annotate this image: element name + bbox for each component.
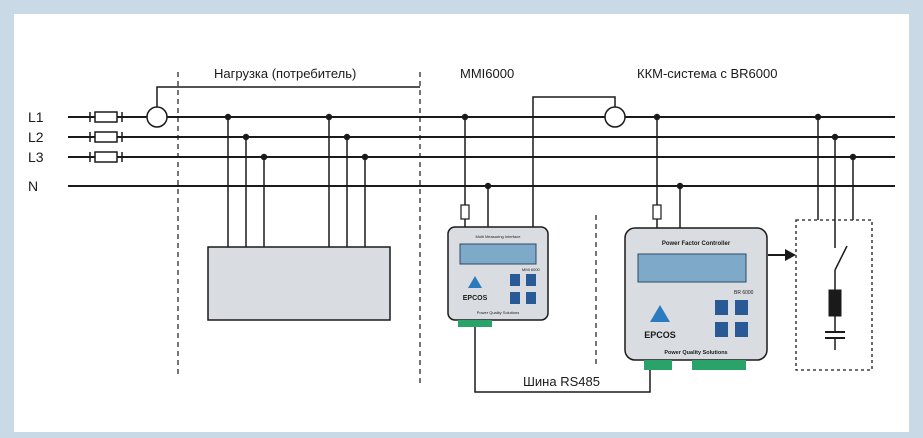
switch-contact bbox=[834, 245, 848, 271]
mmi-button-1[interactable] bbox=[510, 274, 520, 286]
phase-label-l2: L2 bbox=[28, 129, 44, 145]
phase-label-l1: L1 bbox=[28, 109, 44, 125]
pfc-device: Power Factor Controller BR 6000 EPCOS Po… bbox=[624, 227, 768, 370]
mmi-display bbox=[459, 243, 537, 265]
pfc-display bbox=[637, 253, 747, 283]
mmi-header: Multi Measuring Interface bbox=[476, 234, 522, 239]
mmi-button-4[interactable] bbox=[526, 292, 536, 304]
pfc-terminal-2 bbox=[692, 360, 746, 370]
pfc-system-title: ККМ-система с BR6000 bbox=[637, 66, 777, 81]
pfc-button-1[interactable] bbox=[715, 300, 728, 315]
pfc-terminal-1 bbox=[644, 360, 672, 370]
pfc-header: Power Factor Controller bbox=[662, 241, 731, 247]
control-arrow-icon bbox=[785, 249, 796, 261]
mmi-device: Multi Measuring Interface MMI 6000 EPCOS… bbox=[447, 226, 549, 327]
mmi-brand: EPCOS bbox=[463, 295, 488, 302]
fuse-l2 bbox=[94, 131, 118, 143]
pfc-footer: Power Quality Solutions bbox=[664, 350, 727, 356]
load-title: Нагрузка (потребитель) bbox=[214, 66, 356, 81]
junction-dots bbox=[224, 113, 857, 190]
fuse-l1 bbox=[94, 111, 118, 123]
current-transformer-2 bbox=[604, 106, 626, 128]
capacitor-stage bbox=[795, 219, 873, 371]
pfc-brand: EPCOS bbox=[644, 330, 676, 340]
pfc-button-4[interactable] bbox=[735, 322, 748, 337]
phase-label-n: N bbox=[28, 178, 38, 194]
rs485-bus-wire bbox=[474, 325, 651, 393]
pfc-button-3[interactable] bbox=[715, 322, 728, 337]
diagram-panel bbox=[14, 14, 909, 432]
reactor-icon bbox=[828, 289, 842, 317]
mmi-button-3[interactable] bbox=[510, 292, 520, 304]
pfc-logo-icon bbox=[650, 305, 670, 322]
mmi-button-2[interactable] bbox=[526, 274, 536, 286]
pfc-button-2[interactable] bbox=[735, 300, 748, 315]
mmi-fuse bbox=[460, 204, 470, 220]
rs485-bus-label: Шина RS485 bbox=[523, 374, 600, 389]
current-transformer-1 bbox=[146, 106, 168, 128]
mmi-logo-icon bbox=[468, 276, 482, 288]
mmi-title: MMI6000 bbox=[460, 66, 514, 81]
fuse-l3 bbox=[94, 151, 118, 163]
mmi-terminal bbox=[458, 320, 492, 327]
pfc-model: BR 6000 bbox=[734, 290, 754, 296]
load-box bbox=[207, 246, 391, 321]
phase-label-l3: L3 bbox=[28, 149, 44, 165]
mmi-footer: Power Quality Solutions bbox=[477, 310, 519, 315]
mmi-model: MMI 6000 bbox=[522, 267, 541, 272]
pfc-fuse bbox=[652, 204, 662, 220]
